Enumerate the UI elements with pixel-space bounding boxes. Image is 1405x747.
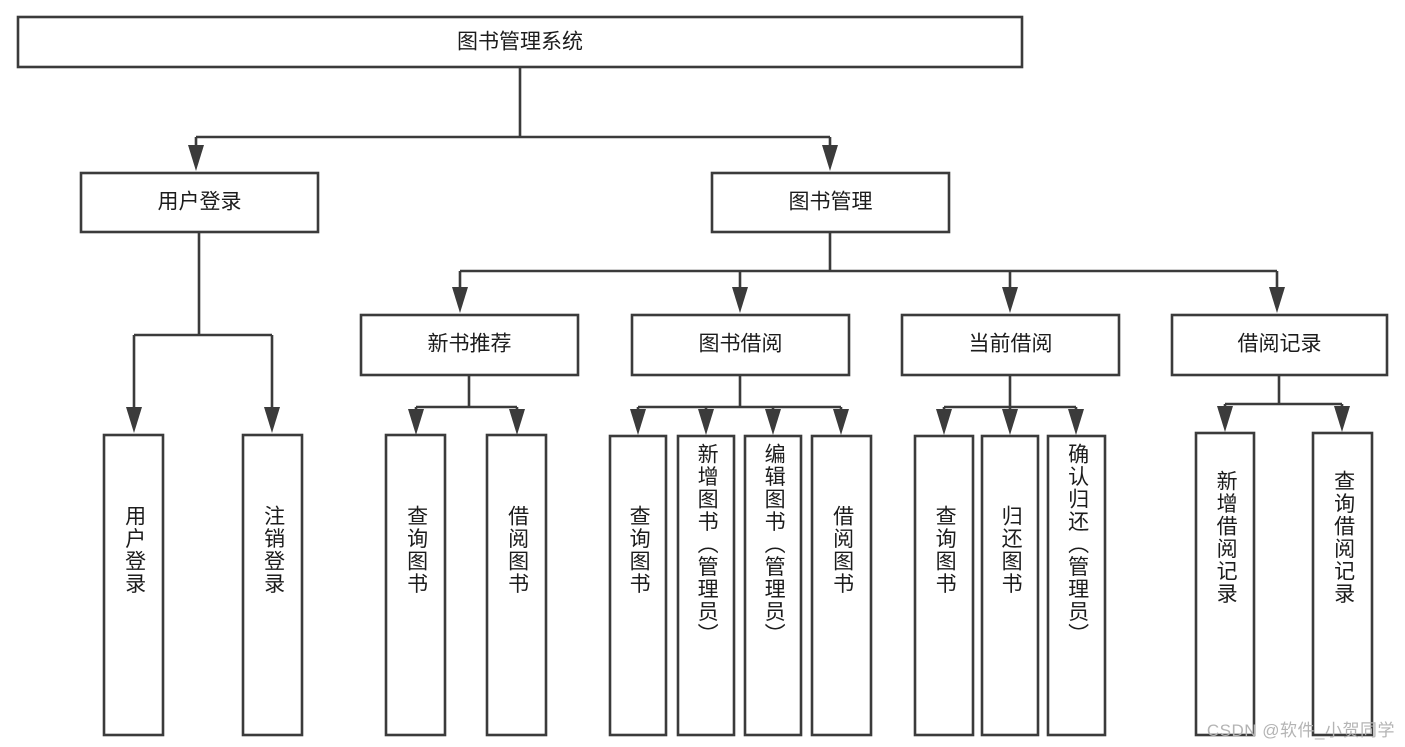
- leaf-node-query-book-borrow[interactable]: [608, 434, 668, 737]
- connector-current-borrow-to-leaves: [936, 375, 1084, 435]
- node-root-system-label: 图书管理系统: [457, 31, 583, 54]
- connector-borrow-record-to-leaves: [1217, 375, 1350, 432]
- leaf-node-logout[interactable]: [241, 433, 304, 737]
- node-book-management[interactable]: 图书管理: [710, 171, 951, 234]
- node-borrow-record[interactable]: 借阅记录: [1170, 313, 1389, 377]
- leaf-node-user-login[interactable]: [102, 433, 165, 737]
- leaf-node-return-book[interactable]: [980, 434, 1040, 737]
- leaf-node-borrow-book-recommend[interactable]: [485, 433, 548, 737]
- node-new-book-recommend[interactable]: 新书推荐: [359, 313, 580, 377]
- node-user-login[interactable]: 用户登录: [79, 171, 320, 234]
- leaf-node-add-borrow-record[interactable]: [1194, 431, 1256, 737]
- leaf-node-query-book-recommend[interactable]: [384, 433, 447, 737]
- node-borrow-record-label: 借阅记录: [1238, 333, 1322, 356]
- node-current-borrow-label: 当前借阅: [969, 333, 1053, 356]
- leaf-node-borrow-book[interactable]: [810, 434, 873, 737]
- leaf-node-query-book-current[interactable]: [913, 434, 975, 737]
- leaf-node-query-borrow-record[interactable]: [1311, 431, 1374, 737]
- node-user-login-label: 用户登录: [158, 191, 242, 214]
- connector-root-to-level2: [188, 67, 838, 171]
- leaf-node-edit-book-admin[interactable]: [743, 434, 803, 737]
- node-new-book-recommend-label: 新书推荐: [428, 333, 512, 356]
- node-book-borrow-label: 图书借阅: [699, 333, 783, 356]
- connector-book-borrow-to-leaves: [630, 375, 849, 435]
- leaf-node-confirm-return-admin[interactable]: [1046, 434, 1107, 737]
- connector-user-login-to-leaves: [126, 232, 280, 433]
- node-root-system[interactable]: 图书管理系统: [16, 15, 1024, 69]
- connector-book-management-to-level3: [452, 232, 1285, 313]
- node-book-borrow[interactable]: 图书借阅: [630, 313, 851, 377]
- node-book-management-label: 图书管理: [789, 191, 873, 214]
- csdn-watermark: CSDN @软件_小贺同学: [1206, 721, 1395, 740]
- node-current-borrow[interactable]: 当前借阅: [900, 313, 1121, 377]
- leaf-node-add-book-admin[interactable]: [676, 434, 736, 737]
- connector-new-book-recommend-to-leaves: [408, 375, 525, 435]
